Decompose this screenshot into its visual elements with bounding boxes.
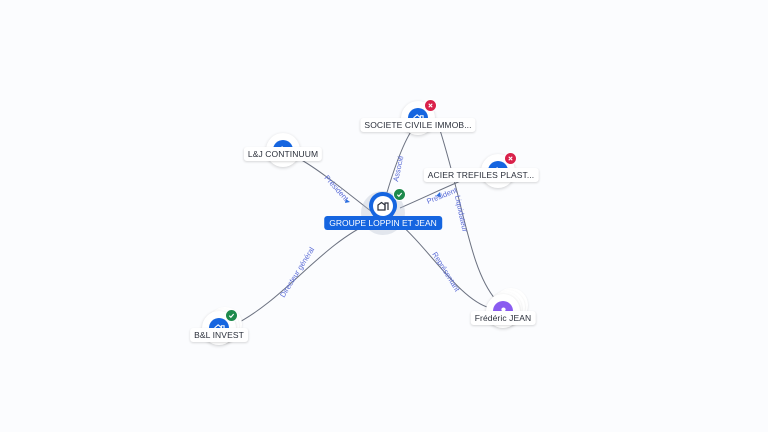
node-acier-trefiles[interactable]: ACIER TREFILES PLAST... xyxy=(423,152,539,188)
status-closed-badge xyxy=(504,152,517,165)
node-label[interactable]: SOCIETE CIVILE IMMOB... xyxy=(360,118,476,132)
node-frederic-jean[interactable]: Frédéric JEAN xyxy=(470,288,536,328)
status-closed-badge xyxy=(424,99,437,112)
edge-label-bl: Directeur général xyxy=(278,245,316,299)
center-node-label[interactable]: GROUPE LOPPIN ET JEAN xyxy=(324,216,442,230)
close-icon xyxy=(428,103,433,108)
node-label[interactable]: B&L INVEST xyxy=(190,328,248,342)
edge-arrow xyxy=(345,199,350,203)
node-bl-invest[interactable]: B&L INVEST xyxy=(190,307,248,345)
node-label[interactable]: Frédéric JEAN xyxy=(470,311,536,325)
status-active-badge xyxy=(393,188,406,201)
check-icon xyxy=(396,192,403,198)
node-lj-continuum[interactable]: L&J CONTINUUM xyxy=(243,133,323,167)
edge-center-frederic[interactable] xyxy=(397,221,491,309)
edge-center-societe[interactable] xyxy=(385,129,413,197)
node-label[interactable]: ACIER TREFILES PLAST... xyxy=(423,168,539,182)
edge-label-lj: Président xyxy=(323,173,352,203)
edge-label-liquidateur: Liquidateur xyxy=(453,195,470,234)
edge-arrow xyxy=(436,192,441,197)
company-building-icon xyxy=(377,201,389,211)
edge-center-bl[interactable] xyxy=(231,221,373,327)
node-label[interactable]: L&J CONTINUUM xyxy=(243,147,323,161)
status-active-badge xyxy=(225,309,238,322)
edge-center-lj[interactable] xyxy=(297,157,373,213)
center-node[interactable]: GROUPE LOPPIN ET JEAN xyxy=(324,188,442,235)
close-icon xyxy=(508,156,513,161)
check-icon xyxy=(228,313,235,319)
node-societe-civile[interactable]: SOCIETE CIVILE IMMOB... xyxy=(360,99,476,135)
edge-frederic-societe[interactable] xyxy=(439,129,497,301)
edge-label-frederic: Représentant xyxy=(430,250,462,294)
edge-label-societe: Associé xyxy=(391,155,405,183)
